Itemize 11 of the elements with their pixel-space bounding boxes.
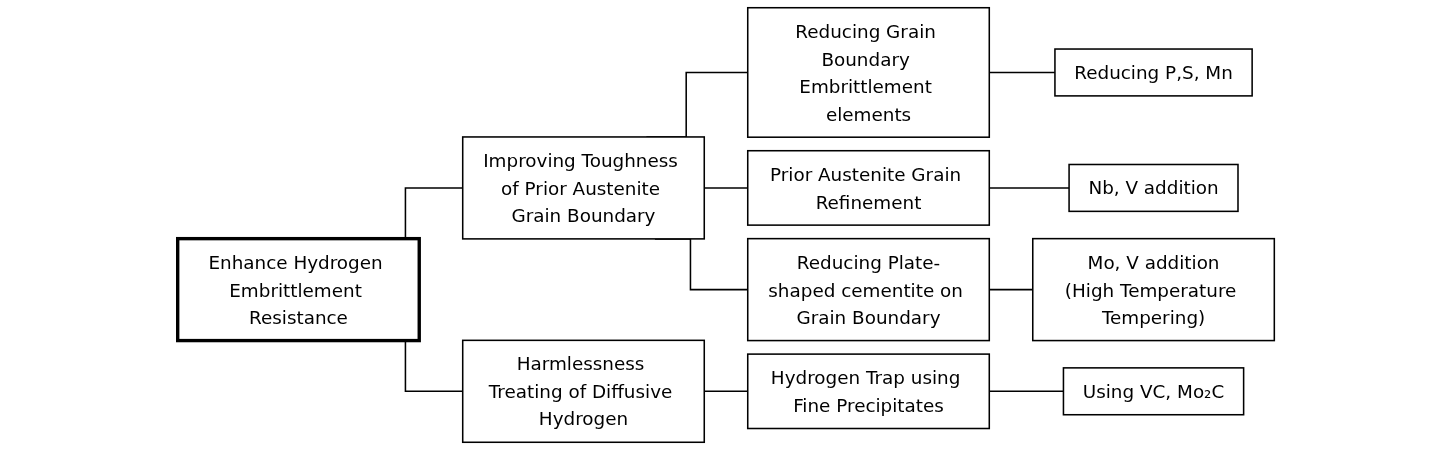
node-box: Reducing P,S, Mn [1054,48,1253,97]
node-box: Reducing Plate-shaped cementite on Grain Boundary [746,237,991,342]
node-box: Mo, V addition (High Temperature Tempering) [1032,237,1276,342]
node-box: Using VC, Mo₂C [1062,367,1245,416]
node-box: Reducing Grain Boundary Embrittlement elements [746,6,991,138]
node-box: Harmlessness Treating of Diffusive Hydrogen [461,339,706,444]
node-box: Nb, V addition [1068,163,1239,213]
node-box: Hydrogen Trap using Fine Precipitates [746,353,991,430]
node-box: Prior Austenite Grain Refinement [746,149,991,226]
node-box: Improving Toughness of Prior Austenite Grain Boundary [461,136,706,240]
node-box: Enhance Hydrogen Embrittlement Resistance [176,236,421,343]
